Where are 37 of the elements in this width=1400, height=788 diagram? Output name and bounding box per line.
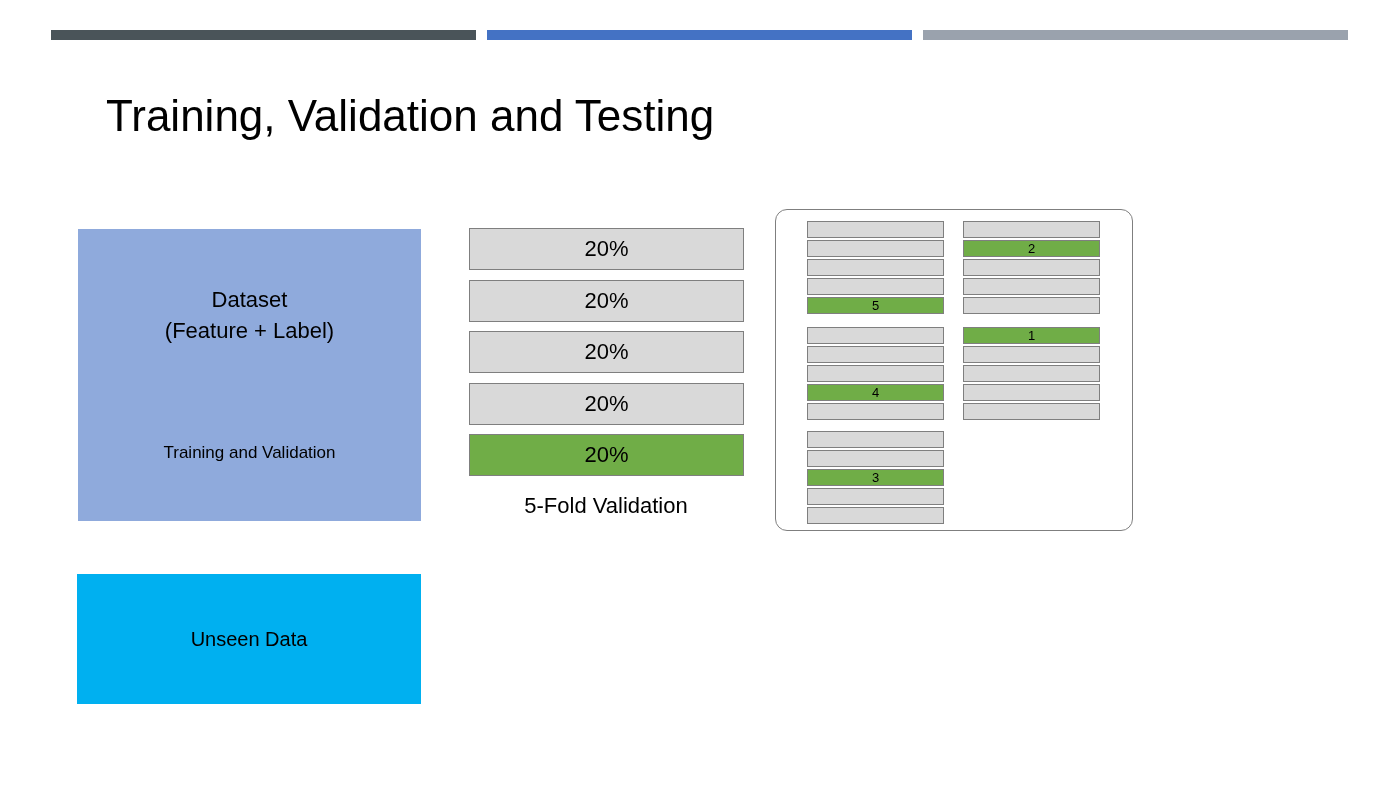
fold-row	[807, 278, 944, 295]
fold-row	[963, 346, 1100, 363]
folds-panel	[775, 209, 1133, 531]
unseen-data-block: Unseen Data	[77, 574, 421, 704]
held-out-row: 1	[963, 327, 1100, 344]
fold-row	[807, 259, 944, 276]
fold-row	[963, 403, 1100, 420]
fold-row	[807, 403, 944, 420]
fold-row	[807, 240, 944, 257]
fold-row	[807, 365, 944, 382]
fold-row	[807, 221, 944, 238]
fold-row	[807, 450, 944, 467]
fold-bar: 20%	[469, 280, 744, 322]
fold-row	[963, 278, 1100, 295]
fold-row	[807, 488, 944, 505]
held-out-row: 5	[807, 297, 944, 314]
fold-row	[963, 259, 1100, 276]
fold-row	[963, 297, 1100, 314]
slide-title: Training, Validation and Testing	[106, 90, 715, 142]
subset-label: Training and Validation	[163, 442, 336, 464]
fold-row	[963, 365, 1100, 382]
fold-bar: 20%	[469, 383, 744, 425]
fold-row	[807, 327, 944, 344]
dataset-heading: Dataset (Feature + Label)	[164, 286, 335, 345]
fold-row	[807, 431, 944, 448]
fold-bar: 20%	[469, 331, 744, 373]
held-out-row: 2	[963, 240, 1100, 257]
fold-row	[963, 221, 1100, 238]
stack-caption: 5-Fold Validation	[524, 493, 688, 520]
fold-row	[807, 346, 944, 363]
held-out-row: 4	[807, 384, 944, 401]
dataset-block	[78, 229, 421, 521]
held-out-bar: 20%	[469, 434, 744, 476]
fold-row	[807, 507, 944, 524]
fold-bar: 20%	[469, 228, 744, 270]
fold-row	[963, 384, 1100, 401]
held-out-row: 3	[807, 469, 944, 486]
